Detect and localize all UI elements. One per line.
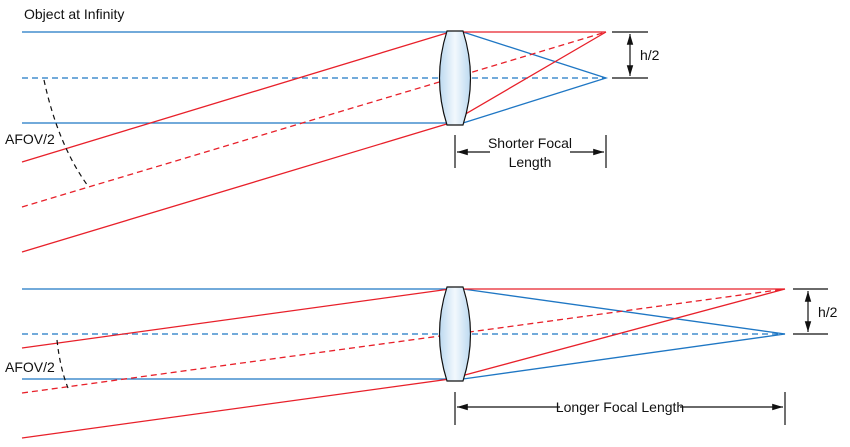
title: Object at Infinity bbox=[24, 6, 124, 22]
chief-ray bbox=[21, 288, 786, 394]
converging-rays bbox=[462, 288, 786, 380]
angle-arc bbox=[43, 79, 89, 187]
converging-rays bbox=[462, 31, 609, 124]
focal-label-line2: Length bbox=[509, 154, 552, 170]
angle-arc bbox=[56, 339, 69, 389]
chief-ray bbox=[21, 31, 607, 208]
lens bbox=[438, 286, 472, 382]
focal-label-line1: Shorter Focal bbox=[488, 135, 572, 151]
focal-label: Longer Focal Length bbox=[556, 399, 684, 415]
height-label: h/2 bbox=[640, 47, 660, 63]
field-ray-lower bbox=[21, 288, 786, 439]
height-label: h/2 bbox=[818, 304, 838, 320]
short-focal-diagram: AFOV/2 h/2 Shorter Focal Length bbox=[5, 30, 660, 253]
lens bbox=[438, 30, 472, 126]
angle-label: AFOV/2 bbox=[5, 131, 55, 147]
long-focal-diagram: AFOV/2 h/2 Longer Focal Length bbox=[5, 286, 838, 439]
angle-label: AFOV/2 bbox=[5, 359, 55, 375]
